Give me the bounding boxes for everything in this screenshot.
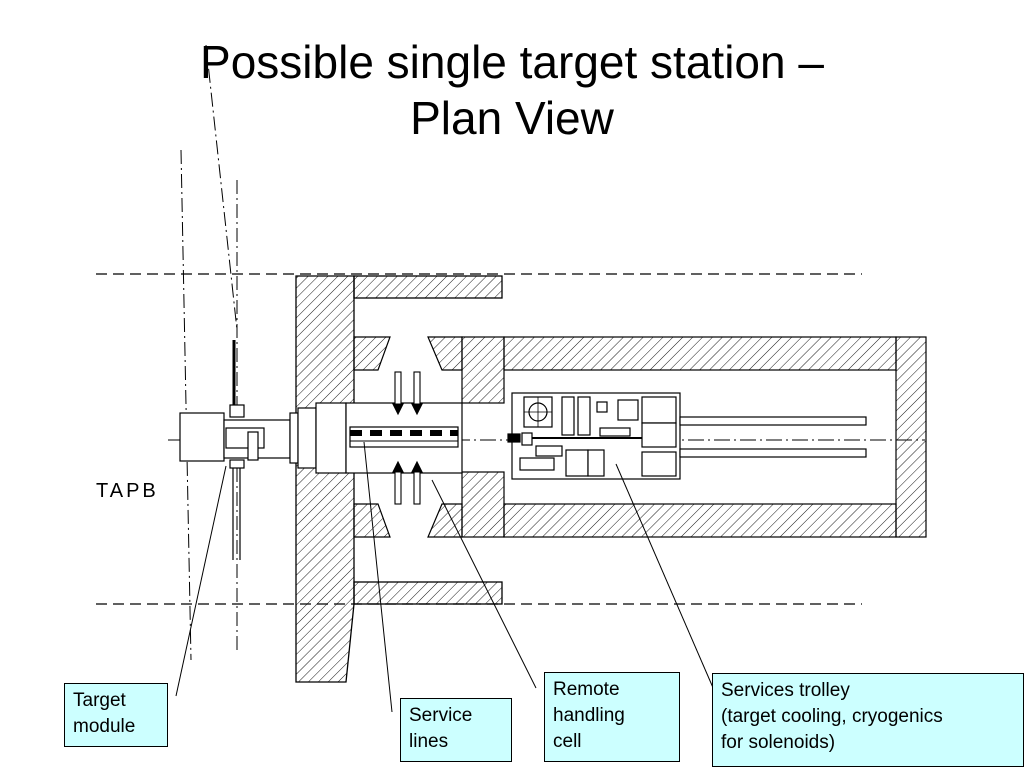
callout-text: module [73,716,136,737]
callout-text: Remote [553,679,620,700]
callout-text: Service [409,705,473,726]
shielding-wall [295,275,503,683]
services-trolley [507,392,867,480]
trolley-enclosure [503,336,927,538]
callout-text: for solenoids) [721,732,836,753]
callout-text: Target [73,690,126,711]
callout-text: Services trolley [721,680,850,701]
manipulator-arrows [392,371,423,505]
remote-handling-cell-walls [353,336,505,538]
callout-service-lines: Service lines [400,698,512,762]
callout-target-module: Target module [64,683,168,747]
callout-remote-handling-cell: Remote handling cell [544,672,680,762]
tapb-label: TAPB [96,480,159,502]
callout-text: (target cooling, cryogenics [721,706,943,727]
callout-text: lines [409,731,449,752]
service-lines-channel [345,402,504,474]
title-line-2: Plan View [410,92,614,144]
callout-text: handling [553,705,625,726]
vertical-axis-line [180,149,192,661]
page-title: Possible single target station – Plan Vi… [0,34,1024,146]
title-line-1: Possible single target station – [200,36,824,88]
slanted-axis-line [205,44,238,331]
callout-services-trolley: Services trolley (target cooling, cryoge… [712,673,1024,767]
callout-text: cell [553,731,582,752]
target-module-assembly [179,340,347,560]
leader-lines [175,441,715,713]
